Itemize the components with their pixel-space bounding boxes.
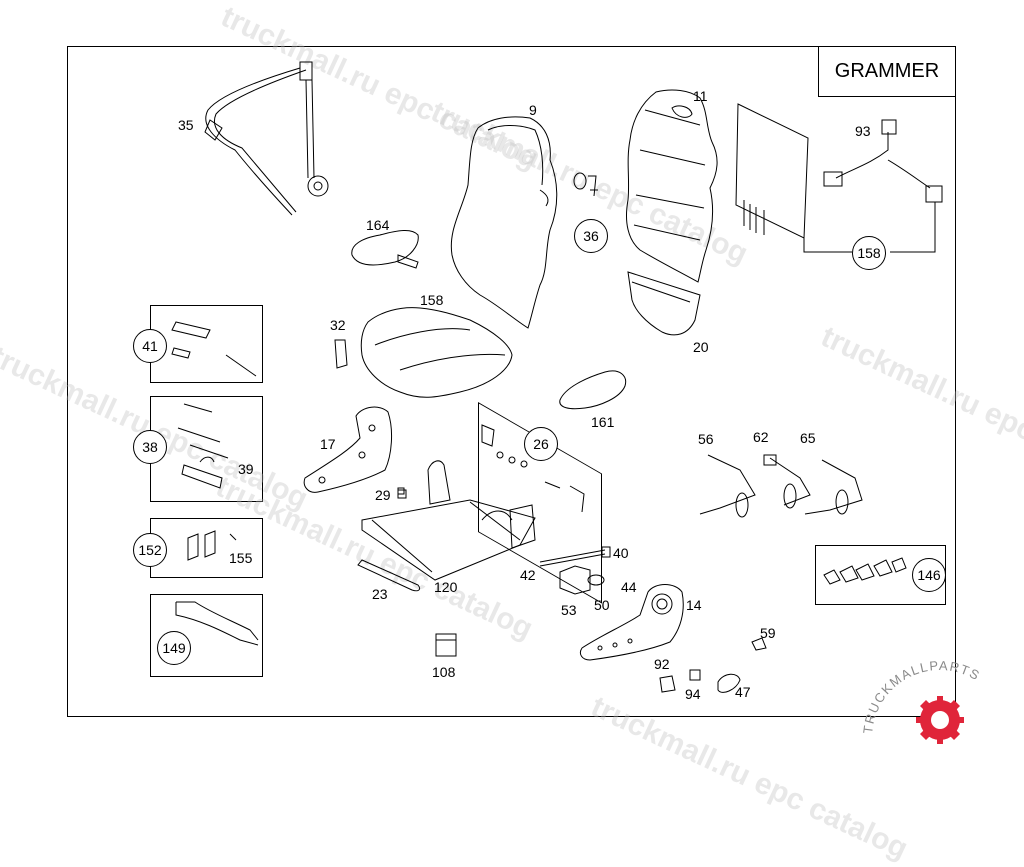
part-label-8: 158 — [420, 292, 444, 308]
backrest-part — [450, 116, 558, 329]
brand-label: GRAMMER — [818, 47, 955, 97]
heater-mat-part — [735, 103, 943, 253]
callout-158[interactable]: 158 — [852, 236, 886, 270]
callout-36[interactable]: 36 — [574, 219, 608, 253]
part-label-53: 53 — [561, 602, 577, 618]
part-label-94: 94 — [685, 686, 701, 702]
callout-41[interactable]: 41 — [133, 329, 167, 363]
callout-146[interactable]: 146 — [912, 558, 946, 592]
lower-backrest-part — [627, 271, 701, 336]
seat-cushion-part — [360, 307, 513, 398]
handle-32-part — [334, 339, 348, 369]
part-label-108: 108 — [432, 664, 456, 680]
parts-drawing — [171, 61, 943, 693]
cable-parts — [699, 454, 863, 518]
part-label-62: 62 — [753, 429, 769, 445]
part-29 — [397, 487, 405, 495]
part-label-155: 155 — [229, 550, 253, 566]
group-41-parts — [171, 321, 257, 377]
part-label-9: 9 — [529, 102, 537, 118]
part-label-20: 20 — [693, 339, 709, 355]
callout-152[interactable]: 152 — [133, 533, 167, 567]
truckmallparts-logo: TRUCKMALLPARTS — [860, 660, 982, 744]
part-36 — [573, 172, 598, 197]
callout-38[interactable]: 38 — [133, 430, 167, 464]
part-label-14: 14 — [686, 597, 702, 613]
side-panel-17-part — [303, 406, 393, 493]
part-label-93: 93 — [855, 123, 871, 139]
adjuster-parts — [539, 546, 611, 595]
side-panel-14-part — [579, 584, 684, 661]
part-label-29: 29 — [375, 487, 391, 503]
group-38-parts — [177, 403, 229, 489]
armrest-164-part — [351, 230, 419, 269]
subpanel-149 — [150, 594, 263, 677]
base-frame-part — [361, 460, 536, 581]
group-26-parts — [481, 424, 585, 513]
part-label-35: 35 — [178, 117, 194, 133]
group-146-parts — [823, 557, 907, 585]
part-label-40: 40 — [613, 545, 629, 561]
part-108 — [435, 633, 457, 657]
part-label-42: 42 — [520, 567, 536, 583]
part-label-39: 39 — [238, 461, 254, 477]
part-label-59: 59 — [760, 625, 776, 641]
part-label-17: 17 — [320, 436, 336, 452]
part-label-161: 161 — [591, 414, 615, 430]
seat-belt-part — [204, 61, 329, 216]
part-label-50: 50 — [594, 597, 610, 613]
part-label-44: 44 — [621, 579, 637, 595]
group-152-parts — [187, 530, 237, 561]
part-label-47: 47 — [735, 684, 751, 700]
backrest-frame-part — [626, 89, 718, 283]
part-label-120: 120 — [434, 579, 458, 595]
part-label-164: 164 — [366, 217, 390, 233]
part-label-11: 11 — [693, 88, 708, 104]
part-label-32: 32 — [330, 317, 346, 333]
small-parts — [659, 637, 767, 693]
strip-149-part — [175, 601, 259, 646]
part-label-23: 23 — [372, 586, 388, 602]
callout-26[interactable]: 26 — [524, 427, 558, 461]
part-label-92: 92 — [654, 656, 670, 672]
part-label-56: 56 — [698, 431, 714, 447]
strip-23-part — [357, 559, 421, 592]
part-label-65: 65 — [800, 430, 816, 446]
armrest-161-part — [559, 370, 627, 410]
diagram-frame — [67, 46, 956, 717]
callout-149[interactable]: 149 — [157, 631, 191, 665]
